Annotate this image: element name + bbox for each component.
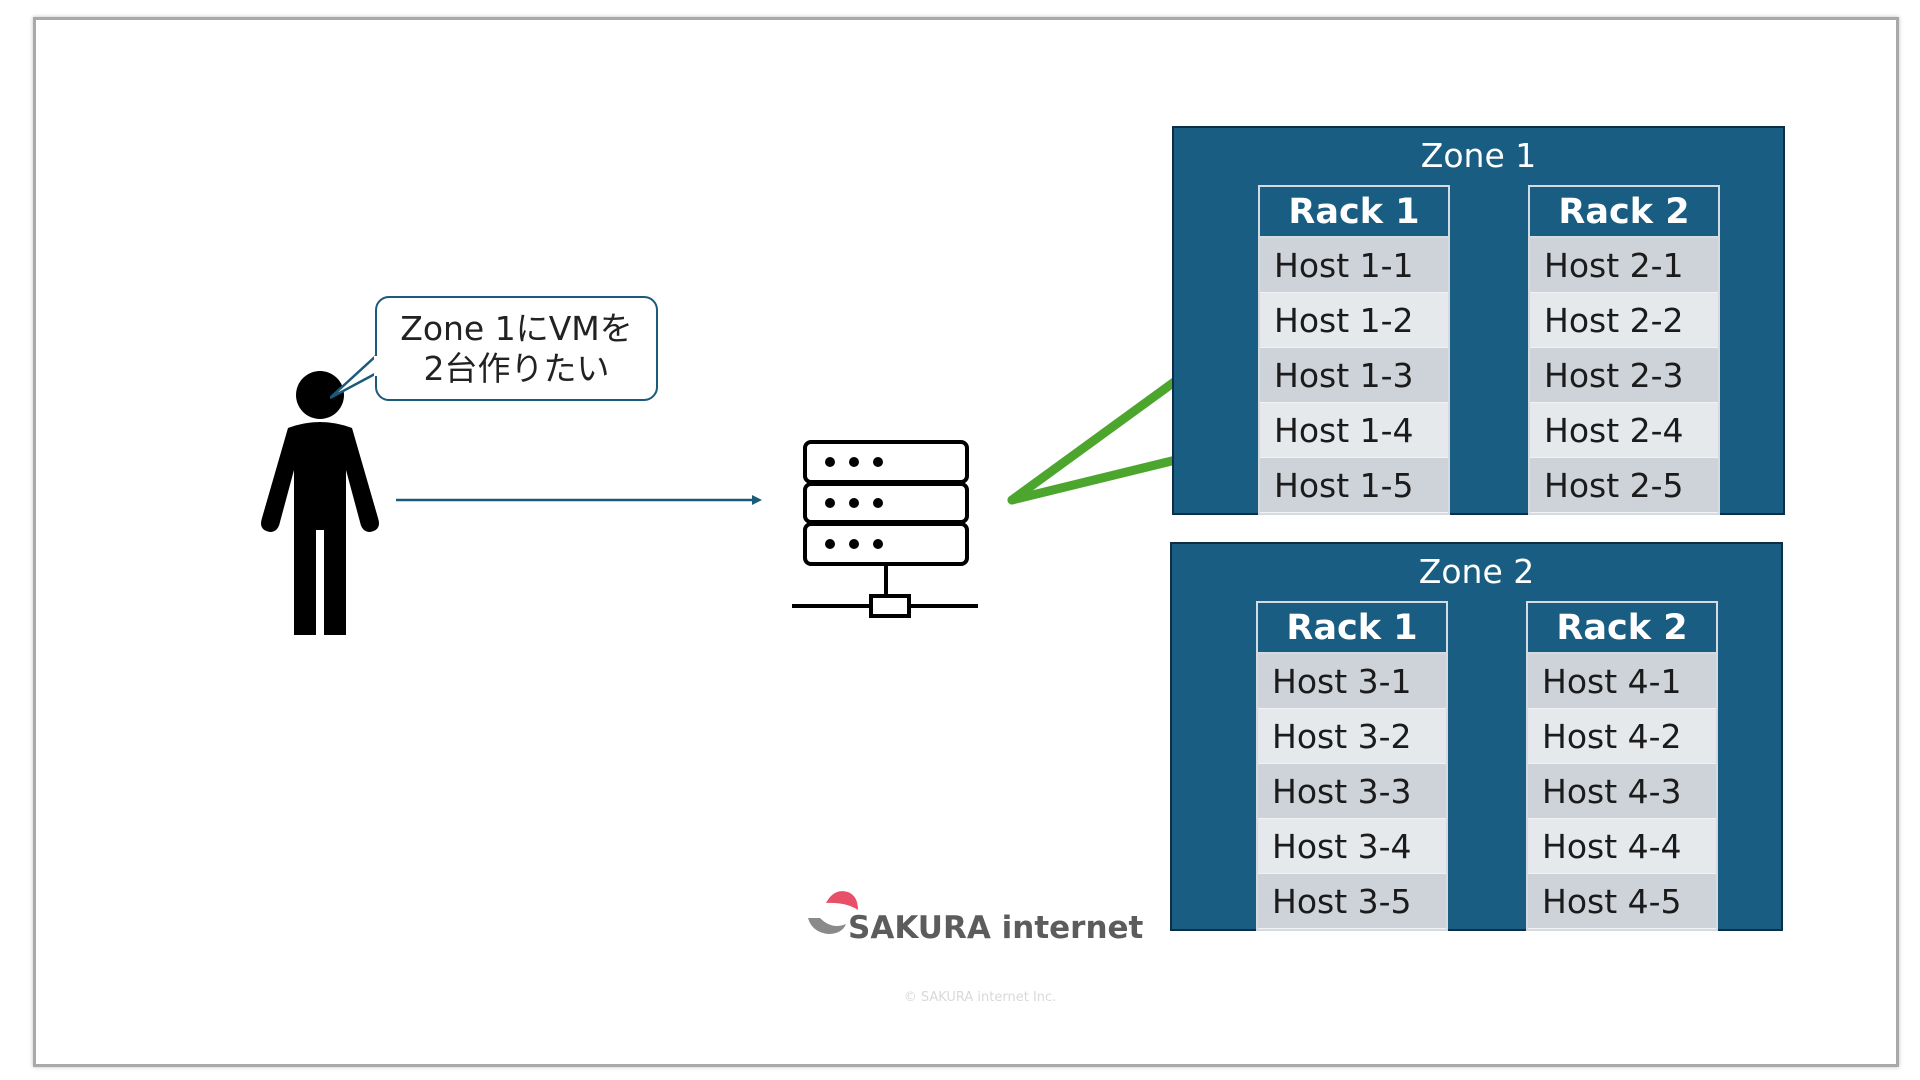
host-cell: Host 3-1: [1258, 654, 1446, 709]
bubble-tail-join: [374, 356, 380, 376]
zone-2-title: Zone 2: [1418, 552, 1535, 591]
host-cell: Host 3-5: [1258, 874, 1446, 929]
rack-title: Rack 2: [1530, 187, 1718, 238]
host-cell: Host 1-1: [1260, 238, 1448, 293]
host-cell: Host 3-3: [1258, 764, 1446, 819]
host-cell: Host 2-1: [1530, 238, 1718, 293]
host-cell: Host 3-4: [1258, 819, 1446, 874]
host-cell: Host 2-3: [1530, 348, 1718, 403]
person-icon: [261, 371, 379, 635]
rack-title: Rack 1: [1260, 187, 1448, 238]
zone-1-rack-2: Rack 2 Host 2-1 Host 2-2 Host 2-3 Host 2…: [1528, 185, 1720, 515]
zone-1: Zone 1 Rack 1 Host 1-1 Host 1-2 Host 1-3…: [1172, 126, 1785, 515]
sakura-logo-icon: [808, 891, 858, 934]
server-icon: [792, 440, 978, 618]
host-cell: Host 4-3: [1528, 764, 1716, 819]
rack-title: Rack 1: [1258, 603, 1446, 654]
host-cell: Host 4-1: [1528, 654, 1716, 709]
host-cell: Host 1-5: [1260, 458, 1448, 513]
copyright: © SAKURA internet Inc.: [903, 990, 1057, 1005]
slide-border: [33, 17, 1899, 1067]
speech-bubble-tail: [330, 355, 389, 400]
host-cell: Host 3-2: [1258, 709, 1446, 764]
zone-2: Zone 2 Rack 1 Host 3-1 Host 3-2 Host 3-3…: [1170, 542, 1783, 931]
speech-bubble: Zone 1にVMを 2台作りたい: [375, 296, 658, 401]
host-cell: Host 2-2: [1530, 293, 1718, 348]
logo-text: SAKURA internet: [848, 910, 1144, 946]
speech-bubble-line1: Zone 1にVMを: [400, 308, 633, 348]
rack-title: Rack 2: [1528, 603, 1716, 654]
zone-1-title: Zone 1: [1420, 136, 1537, 175]
host-cell: Host 1-2: [1260, 293, 1448, 348]
speech-bubble-line2: 2台作りたい: [423, 348, 610, 388]
zone-2-rack-1: Rack 1 Host 3-1 Host 3-2 Host 3-3 Host 3…: [1256, 601, 1448, 931]
host-cell: Host 4-5: [1528, 874, 1716, 929]
host-cell: Host 4-2: [1528, 709, 1716, 764]
zone-1-rack-1: Rack 1 Host 1-1 Host 1-2 Host 1-3 Host 1…: [1258, 185, 1450, 515]
host-cell: Host 1-3: [1260, 348, 1448, 403]
host-cell: Host 2-5: [1530, 458, 1718, 513]
host-cell: Host 2-4: [1530, 403, 1718, 458]
sakura-logo: SAKURA internet: [806, 888, 1143, 948]
host-cell: Host 1-4: [1260, 403, 1448, 458]
host-cell: Host 4-4: [1528, 819, 1716, 874]
zone-2-rack-2: Rack 2 Host 4-1 Host 4-2 Host 4-3 Host 4…: [1526, 601, 1718, 931]
request-arrow: [396, 495, 762, 505]
